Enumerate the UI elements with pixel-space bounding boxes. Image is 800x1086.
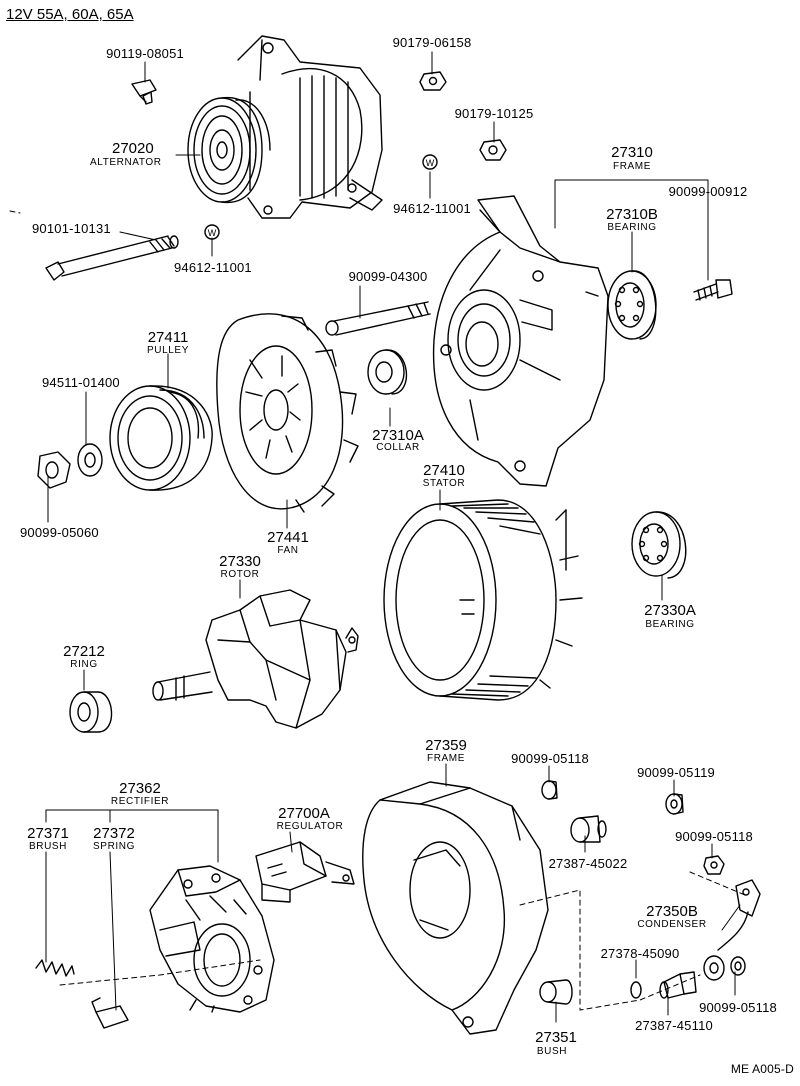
label-regulator: REGULATOR (276, 821, 344, 832)
label-bush: BUSH (536, 1046, 568, 1057)
insulator-27387-45022 (571, 816, 606, 842)
footer-code: ME A005-D (730, 1062, 794, 1076)
washer-94612-11001-b: W (205, 225, 219, 239)
nut-90179-06158 (420, 72, 446, 90)
screw-90099-00912 (694, 280, 732, 300)
rectifier-27362 (150, 866, 274, 1012)
bolt-90099-04300 (326, 302, 430, 335)
leader-lines (46, 52, 740, 1022)
assembly-dashed-lines (10, 211, 745, 1010)
label-90099-00912: 90099-00912 (668, 184, 748, 199)
brush-27371 (92, 998, 128, 1028)
collar-27310A (368, 350, 406, 394)
label-27441: 27441 (267, 529, 309, 546)
label-alternator: ALTERNATOR (90, 157, 162, 168)
label-90099-05119: 90099-05119 (637, 765, 715, 780)
label-90179-06158: 90179-06158 (392, 35, 472, 50)
label-27378-45090: 27378-45090 (600, 946, 680, 961)
alternator-assembly (188, 36, 382, 218)
bolt-90119-08051 (132, 80, 156, 104)
label-27387-45110: 27387-45110 (635, 1018, 713, 1033)
drive-end-frame-27310 (434, 196, 608, 486)
nut-90099-05119 (666, 794, 683, 814)
rear-frame-27359 (363, 782, 548, 1034)
label-27330A: 27330A (644, 602, 696, 619)
washer-94511-01400 (78, 444, 102, 476)
label-90119-08051: 90119-08051 (106, 46, 184, 61)
label-27359: 27359 (425, 737, 467, 754)
stator-27410 (384, 500, 582, 700)
bearing-27330A (632, 512, 686, 578)
fan-27441 (217, 314, 358, 512)
washer-94612-11001-a: W (423, 155, 437, 169)
diagram-header: 12V 55A, 60A, 65A (6, 6, 134, 23)
label-pulley: PULLEY (147, 345, 189, 356)
label-rectifier: RECTIFIER (110, 796, 170, 807)
label-27350B: 27350B (646, 903, 698, 920)
label-94511-01400: 94511-01400 (42, 375, 120, 390)
pulley-27411 (110, 386, 212, 490)
label-condenser: CONDENSER (637, 919, 707, 930)
nut-90099-05118-c (731, 957, 745, 975)
label-27411: 27411 (147, 329, 189, 346)
ring-27212 (70, 692, 112, 732)
label-fan: FAN (277, 545, 299, 556)
label-spring: SPRING (93, 841, 135, 852)
label-90099-05118-b: 90099-05118 (675, 829, 753, 844)
label-27371: 27371 (27, 825, 69, 842)
label-bearing-rear: BEARING (645, 619, 695, 630)
label-27362: 27362 (119, 780, 161, 797)
label-27310B: 27310B (606, 206, 658, 223)
label-90099-04300: 90099-04300 (348, 269, 428, 284)
nut-90179-10125 (480, 140, 506, 160)
regulator-27700A (256, 842, 354, 902)
label-27310: 27310 (611, 144, 653, 161)
label-rotor: ROTOR (220, 569, 260, 580)
label-90099-05118-c: 90099-05118 (699, 1000, 777, 1015)
label-27351: 27351 (535, 1029, 577, 1046)
nut-90099-05118-b (704, 856, 724, 874)
label-bearing-front: BEARING (607, 222, 657, 233)
label-90099-05118-a: 90099-05118 (511, 751, 589, 766)
svg-text:W: W (426, 158, 435, 168)
label-94612-11001-a: 94612-11001 (393, 201, 471, 216)
label-frame-rear: FRAME (427, 753, 465, 764)
label-90179-10125: 90179-10125 (454, 106, 534, 121)
label-94612-11001-b: 94612-11001 (174, 260, 252, 275)
insulator-27387-45110 (660, 972, 696, 998)
label-brush: BRUSH (28, 841, 68, 852)
rotor-27330 (153, 590, 358, 728)
label-ring: RING (70, 659, 98, 670)
spring-27372 (36, 960, 74, 976)
label-27212: 27212 (63, 643, 105, 660)
label-collar: COLLAR (376, 442, 420, 453)
svg-text:W: W (208, 228, 217, 238)
label-90101-10131: 90101-10131 (32, 221, 111, 236)
condenser-27350B (704, 880, 760, 980)
nut-90099-05118-a (542, 781, 557, 799)
label-90099-05060: 90099-05060 (20, 525, 99, 540)
label-27330: 27330 (219, 553, 261, 570)
label-27387-45022: 27387-45022 (548, 856, 628, 871)
label-27310A: 27310A (372, 427, 424, 444)
nut-90099-05060 (38, 452, 70, 488)
bearing-27310B (608, 271, 656, 339)
bush-27351 (540, 980, 572, 1004)
label-27020: 27020 (112, 140, 154, 157)
label-stator: STATOR (422, 478, 466, 489)
label-frame-front: FRAME (613, 161, 651, 172)
through-bolt-90101-10131 (46, 236, 178, 280)
label-27410: 27410 (423, 462, 465, 479)
label-27372: 27372 (93, 825, 135, 842)
label-27700A: 27700A (278, 805, 330, 822)
washer-27378-45090 (631, 982, 641, 998)
